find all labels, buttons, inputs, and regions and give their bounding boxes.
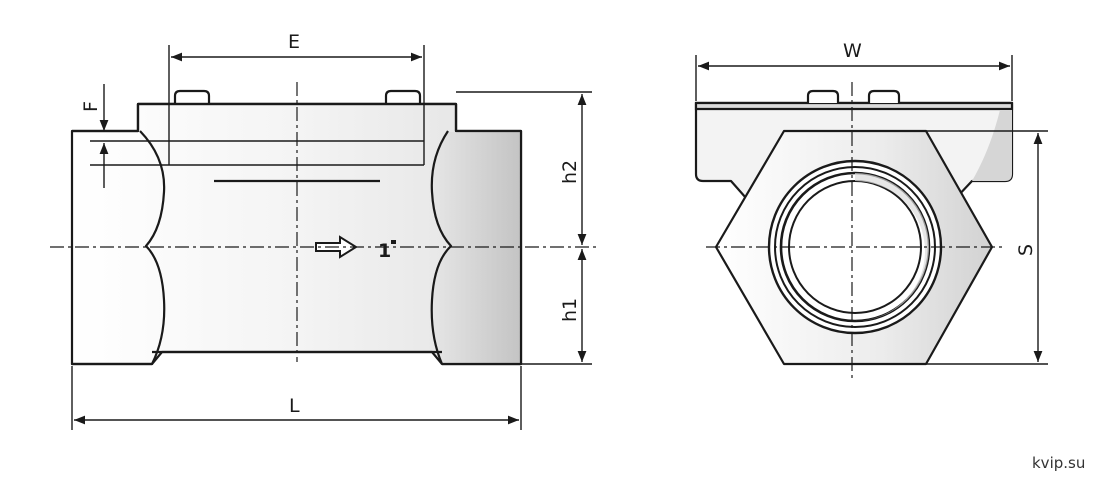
label-h1: h1 bbox=[559, 298, 581, 322]
dimension-E: E bbox=[90, 31, 425, 166]
dimension-h2: h2 bbox=[456, 91, 592, 245]
watermark: kvip.su bbox=[1032, 454, 1085, 472]
side-tab-left bbox=[173, 89, 211, 104]
end-tab-left bbox=[806, 89, 840, 103]
side-left-contour bbox=[139, 130, 166, 365]
label-F: F bbox=[80, 101, 102, 112]
side-right-contour bbox=[430, 130, 453, 365]
end-top-plate bbox=[694, 101, 1014, 111]
label-h2: h2 bbox=[559, 160, 581, 184]
dimension-L: L bbox=[71, 366, 522, 430]
dimension-W: W bbox=[695, 40, 1013, 101]
end-view bbox=[694, 89, 1014, 366]
part-marking-dot bbox=[391, 240, 396, 244]
part-marking: 1 bbox=[378, 240, 391, 262]
dimension-S: S bbox=[926, 130, 1048, 365]
side-tab-right bbox=[384, 89, 422, 104]
dimension-h1: h1 bbox=[521, 249, 592, 365]
end-tab-right bbox=[867, 89, 901, 103]
label-W: W bbox=[843, 40, 862, 62]
label-E: E bbox=[288, 31, 300, 53]
label-L: L bbox=[289, 395, 300, 417]
dimension-F: F bbox=[80, 84, 424, 188]
label-S: S bbox=[1015, 244, 1037, 256]
